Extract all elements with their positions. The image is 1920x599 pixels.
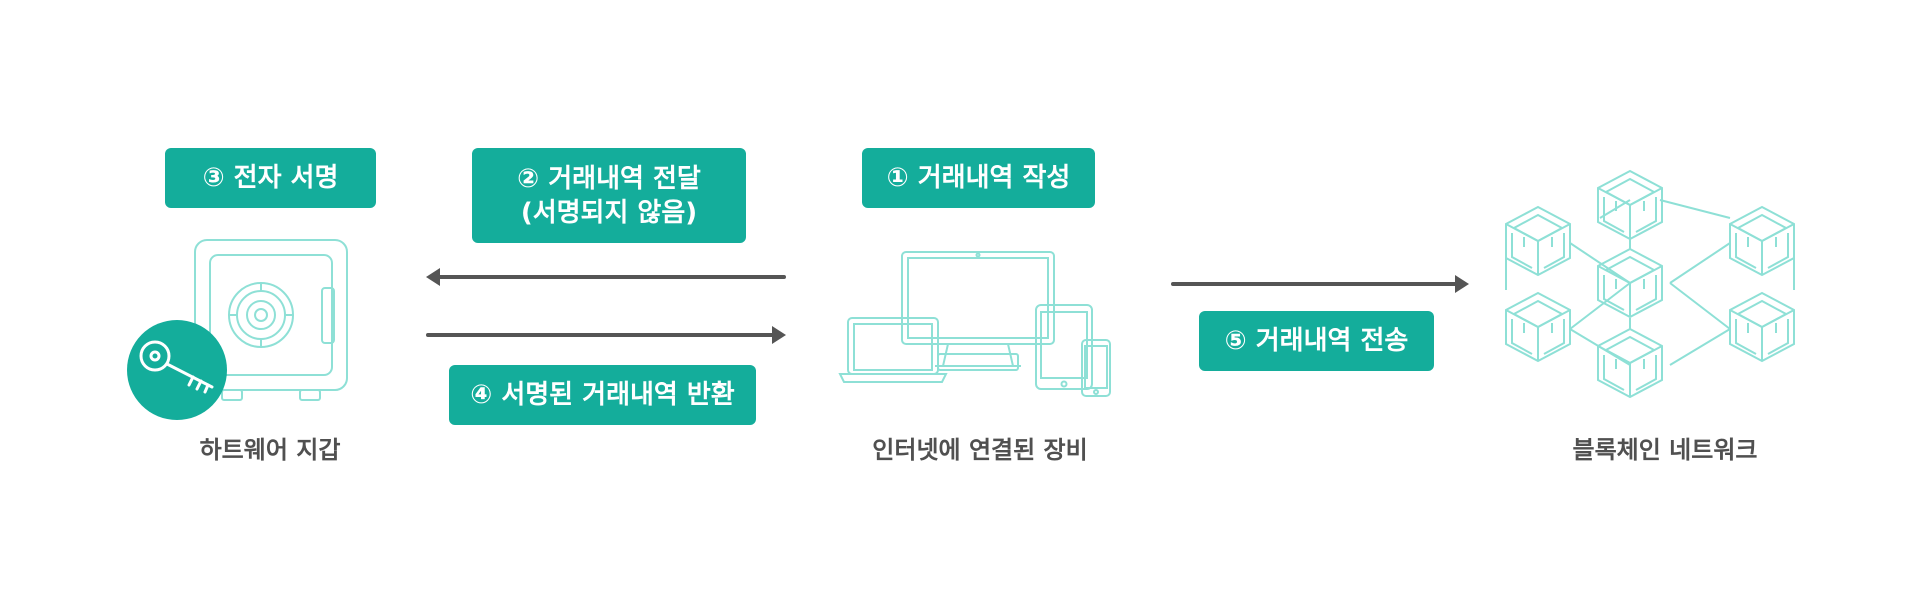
arrow-signed-return (426, 326, 786, 344)
step-4-badge: ④ 서명된 거래내역 반환 (449, 365, 756, 425)
step-1-badge: ① 거래내역 작성 (862, 148, 1095, 208)
devices-caption: 인터넷에 연결된 장비 (872, 436, 1088, 464)
laptop-icon (838, 317, 948, 383)
step-3-badge: ③ 전자 서명 (165, 148, 376, 208)
step-5-badge: ⑤ 거래내역 전송 (1199, 311, 1434, 371)
step-2-badge: ② 거래내역 전달 (서명되지 않음) (472, 148, 746, 243)
arrow-unsigned-transfer (426, 268, 786, 286)
wallet-caption: 하트웨어 지갑 (199, 436, 341, 464)
safe-icon (194, 239, 348, 401)
monitor-icon (901, 251, 1055, 371)
tablet-icon (1035, 304, 1093, 390)
network-caption: 블록체인 네트워크 (1572, 436, 1758, 464)
blockchain-cubes-icon (1505, 170, 1795, 398)
arrow-broadcast (1171, 275, 1469, 293)
key-icon (127, 320, 227, 420)
phone-icon (1081, 339, 1111, 397)
